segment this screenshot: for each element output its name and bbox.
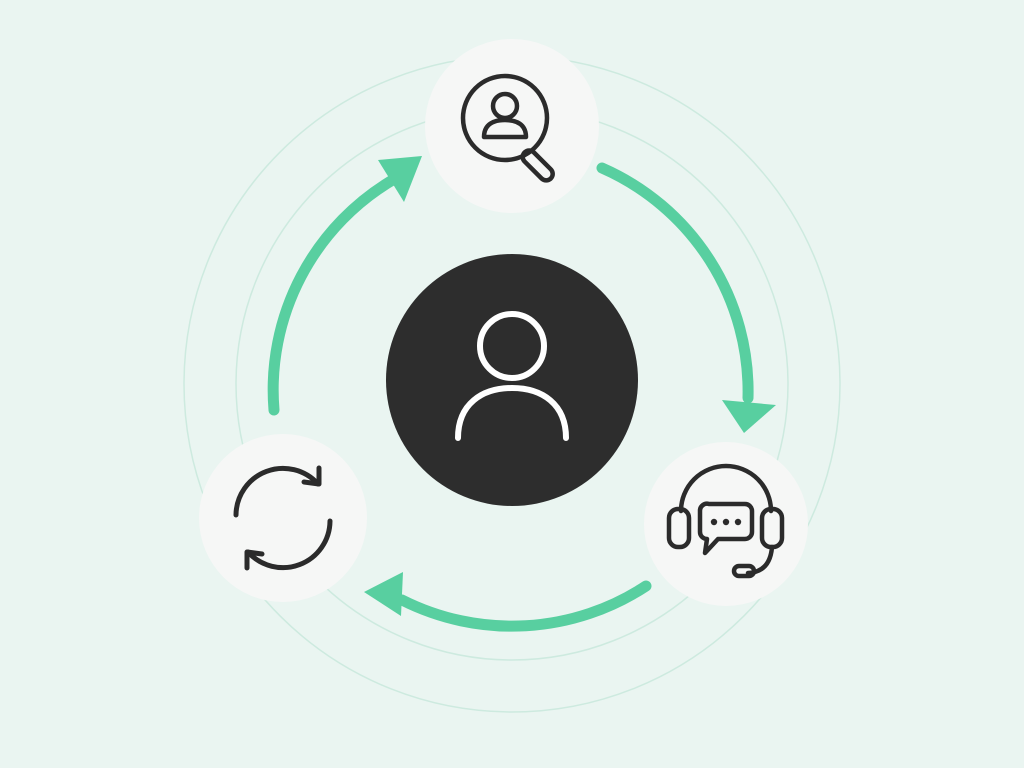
flow-arrow-support-to-refresh [364,572,652,632]
flow-arrow-search-to-support [596,162,776,433]
node-user-search [425,39,599,213]
support-headset-icon [666,463,785,579]
user-icon [455,311,569,441]
center-node [386,254,638,506]
node-refresh [199,434,367,602]
node-support [644,442,808,606]
user-search-icon [460,73,555,183]
flow-arrow-refresh-to-search [267,156,422,416]
refresh-cycle-icon [233,465,333,571]
